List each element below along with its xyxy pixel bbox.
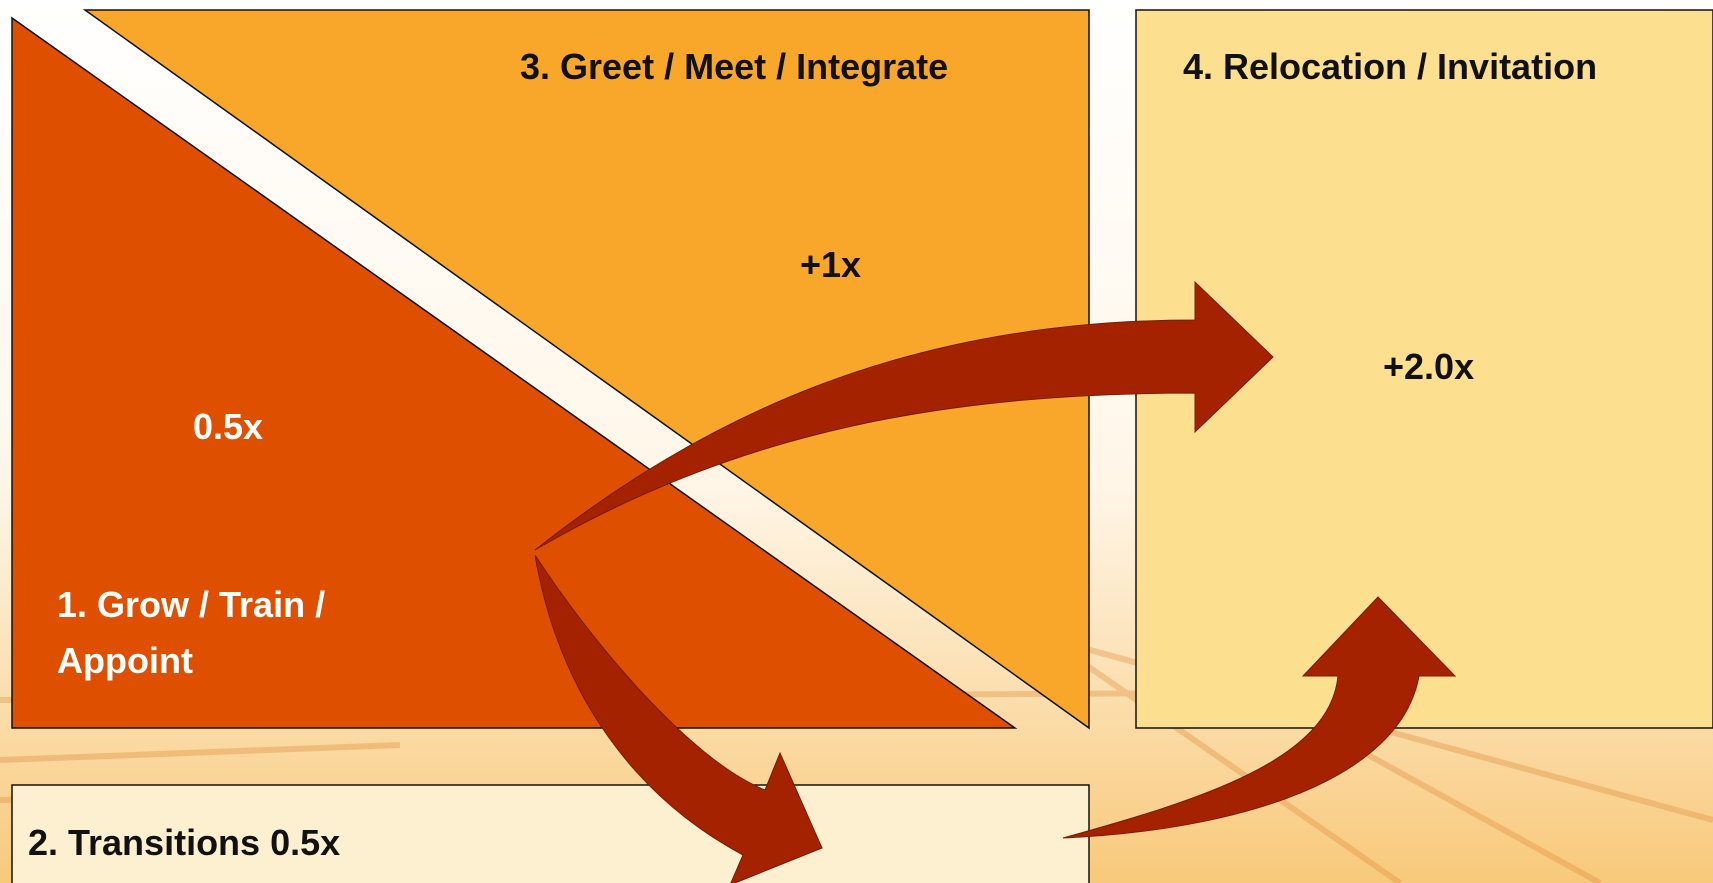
transitions-title: 2. Transitions 0.5x [28,822,341,863]
transitions-box [11,784,1090,883]
grow-title-line2: Appoint [57,640,193,681]
relocation-value: +2.0x [1383,346,1475,387]
greet-value: +1x [800,244,862,285]
grow-value: 0.5x [193,406,264,447]
transitions-to-relocation-arrow [1062,596,1457,839]
greet-title: 3. Greet / Meet / Integrate [520,46,949,87]
grow-to-transitions-arrow [534,554,823,883]
grow-to-relocation-arrow [534,280,1274,551]
relocation-title: 4. Relocation / Invitation [1183,46,1598,87]
grow-title-line1: 1. Grow / Train / [57,584,326,625]
grow-triangle [11,16,1018,729]
